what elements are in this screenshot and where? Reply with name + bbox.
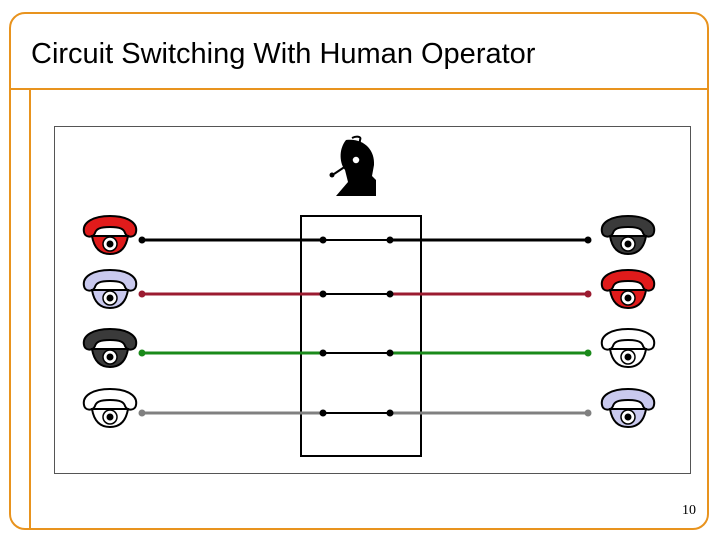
line-third-switch-jack-right (386, 349, 394, 357)
switchboard-box (300, 215, 422, 457)
line-third-left-endpoint (138, 349, 146, 357)
line-top-switch-jack-left (319, 236, 327, 244)
line-top-right-endpoint (584, 236, 592, 244)
telephone-icon-right-top (600, 215, 656, 255)
line-second-switch-jack-left (319, 290, 327, 298)
line-bottom-left-endpoint (138, 409, 146, 417)
line-second-right-endpoint (584, 290, 592, 298)
side-divider (29, 90, 31, 528)
line-bottom-switch-jack-right (386, 409, 394, 417)
line-third-switch-jack-left (319, 349, 327, 357)
line-bottom-right-endpoint (584, 409, 592, 417)
telephone-icon-right-third (600, 328, 656, 368)
telephone-icon-left-third (82, 328, 138, 368)
connection-lines (138, 236, 592, 417)
line-bottom-switch-jack-left (319, 409, 327, 417)
telephone-icon-left-second (82, 269, 138, 309)
line-second-switch-jack-right (386, 290, 394, 298)
line-second-left-endpoint (138, 290, 146, 298)
telephone-icon-right-bottom (600, 388, 656, 428)
slide-title: Circuit Switching With Human Operator (31, 38, 536, 70)
title-divider (10, 88, 708, 90)
line-top-switch-jack-right (386, 236, 394, 244)
line-third-right-endpoint (584, 349, 592, 357)
page-number: 10 (682, 503, 696, 518)
operator-headset-icon (329, 135, 376, 196)
telephone-set (82, 215, 656, 428)
telephone-icon-left-top (82, 215, 138, 255)
slide-frame (9, 12, 709, 530)
telephone-icon-right-second (600, 269, 656, 309)
line-top-left-endpoint (138, 236, 146, 244)
telephone-icon-left-bottom (82, 388, 138, 428)
